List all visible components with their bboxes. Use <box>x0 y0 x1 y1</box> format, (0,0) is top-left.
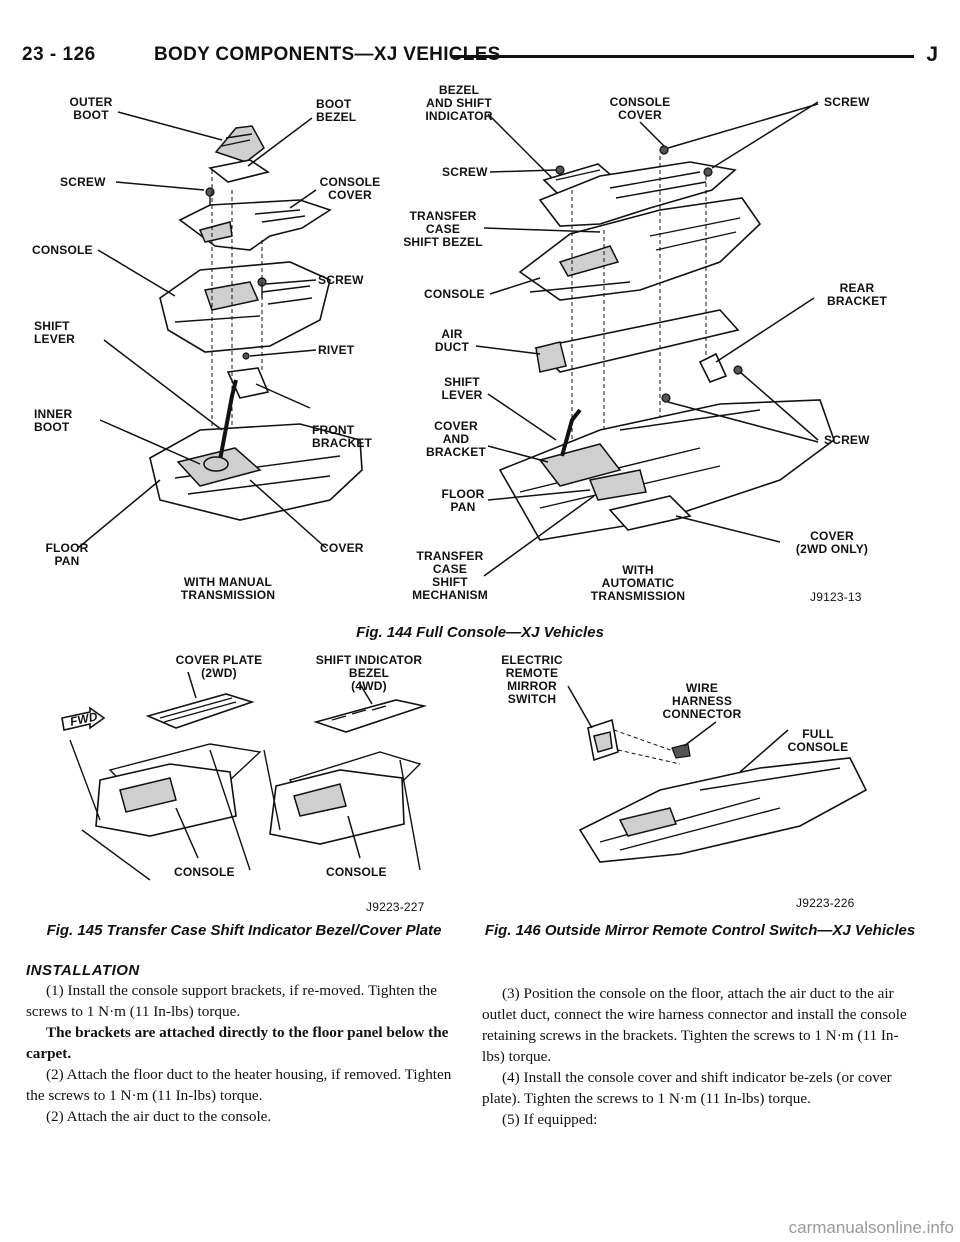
label-rivet: RIVET <box>318 343 355 357</box>
label-electric-remote-mirror-switch: ELECTRIC REMOTE MIRROR SWITCH <box>501 653 563 706</box>
step-5: (5) If equipped: <box>502 1111 598 1128</box>
label-cover-and-bracket: COVER AND BRACKET <box>425 419 487 459</box>
fig145-shift-bezel-view <box>263 683 428 871</box>
label-console-cover: CONSOLE COVER <box>319 175 381 202</box>
label-console-2wd: CONSOLE <box>174 865 235 879</box>
label-screw-2: SCREW <box>318 273 364 287</box>
label-auto-console: CONSOLE <box>424 287 485 301</box>
label-transfer-case-bezel: TRANSFER CASE SHIFT BEZEL <box>403 209 483 249</box>
label-screw-right: SCREW <box>824 433 870 447</box>
step-3: (3) Position the console on the floor, a… <box>482 985 907 1065</box>
label-outer-boot: OUTER BOOT <box>69 95 113 122</box>
label-auto-floor-pan: FLOOR PAN <box>441 487 485 514</box>
page-header: 23 - 126 BODY COMPONENTS—XJ VEHICLES J <box>22 43 940 74</box>
step-1: (1) Install the console support brackets… <box>26 982 437 1020</box>
fig146-caption: Fig. 146 Outside Mirror Remote Control S… <box>484 922 916 939</box>
label-screw-top: SCREW <box>824 95 870 109</box>
label-auto-shift-lever: SHIFT LEVER <box>441 375 483 402</box>
label-transfer-case-mechanism: TRANSFER CASE SHIFT MECHANISM <box>412 549 488 602</box>
label-inner-boot: INNER BOOT <box>34 407 73 434</box>
note-brackets: The brackets are attached directly to th… <box>26 1024 449 1062</box>
page-number: 23 - 126 <box>22 44 96 65</box>
step-4: (4) Install the console cover and shift … <box>482 1069 892 1107</box>
manual-leader-lines <box>77 111 327 549</box>
label-wire-harness-connector: WIRE HARNESS CONNECTOR <box>662 681 742 721</box>
fig144-illustration <box>77 101 835 577</box>
fig145-cover-plate-view <box>61 671 262 881</box>
label-air-duct: AIR DUCT <box>434 327 470 354</box>
fig145-caption: Fig. 145 Transfer Case Shift Indicator B… <box>46 922 442 939</box>
label-cover-plate-2wd: COVER PLATE (2WD) <box>175 653 263 680</box>
section-title: BODY COMPONENTS—XJ VEHICLES <box>154 44 501 65</box>
label-console-4wd: CONSOLE <box>326 865 387 879</box>
label-auto-console-cover: CONSOLE COVER <box>609 95 671 122</box>
watermark: carmanualsonline.info <box>788 1218 954 1237</box>
text-column-right: (3) Position the console on the floor, a… <box>482 983 918 1130</box>
label-cover: COVER <box>320 541 364 555</box>
text-column-left: INSTALLATION (1) Install the console sup… <box>26 962 462 1127</box>
label-boot-bezel: BOOT BEZEL <box>316 97 357 124</box>
label-screw-left: SCREW <box>442 165 488 179</box>
fig146-code: J9223-226 <box>796 896 855 910</box>
label-rear-bracket: REAR BRACKET <box>826 281 888 308</box>
installation-heading: INSTALLATION <box>26 962 140 979</box>
label-shift-lever: SHIFT LEVER <box>34 319 76 346</box>
automatic-leader-lines <box>475 101 819 577</box>
label-with-manual: WITH MANUAL TRANSMISSION <box>180 575 276 602</box>
fig144-code: J9123-13 <box>810 590 862 604</box>
label-cover-2wd-only: COVER (2WD ONLY) <box>795 529 869 556</box>
label-full-console: FULL CONSOLE <box>787 727 849 754</box>
manual-console-assembly <box>149 125 363 521</box>
label-floor-pan: FLOOR PAN <box>45 541 89 568</box>
step-2b: (2) Attach the air duct to the console. <box>46 1108 272 1125</box>
label-front-bracket: FRONT BRACKET <box>312 423 373 450</box>
fig144-caption: Fig. 144 Full Console—XJ Vehicles <box>356 624 604 641</box>
header-rule <box>452 55 914 58</box>
section-letter: J <box>926 43 938 66</box>
label-bezel-shift-indicator: BEZEL AND SHIFT INDICATOR <box>425 83 493 123</box>
automatic-console-assembly <box>498 145 835 541</box>
fig145-146-illustration <box>61 671 868 881</box>
label-with-automatic: WITH AUTOMATIC TRANSMISSION <box>590 563 686 603</box>
fig146-mirror-switch-view <box>567 685 868 863</box>
step-2a: (2) Attach the floor duct to the heater … <box>26 1066 452 1104</box>
label-console: CONSOLE <box>32 243 93 257</box>
label-shift-indicator-bezel-4wd: SHIFT INDICATOR BEZEL (4WD) <box>315 653 423 693</box>
label-screw-1: SCREW <box>60 175 106 189</box>
fig145-code: J9223-227 <box>366 900 425 914</box>
